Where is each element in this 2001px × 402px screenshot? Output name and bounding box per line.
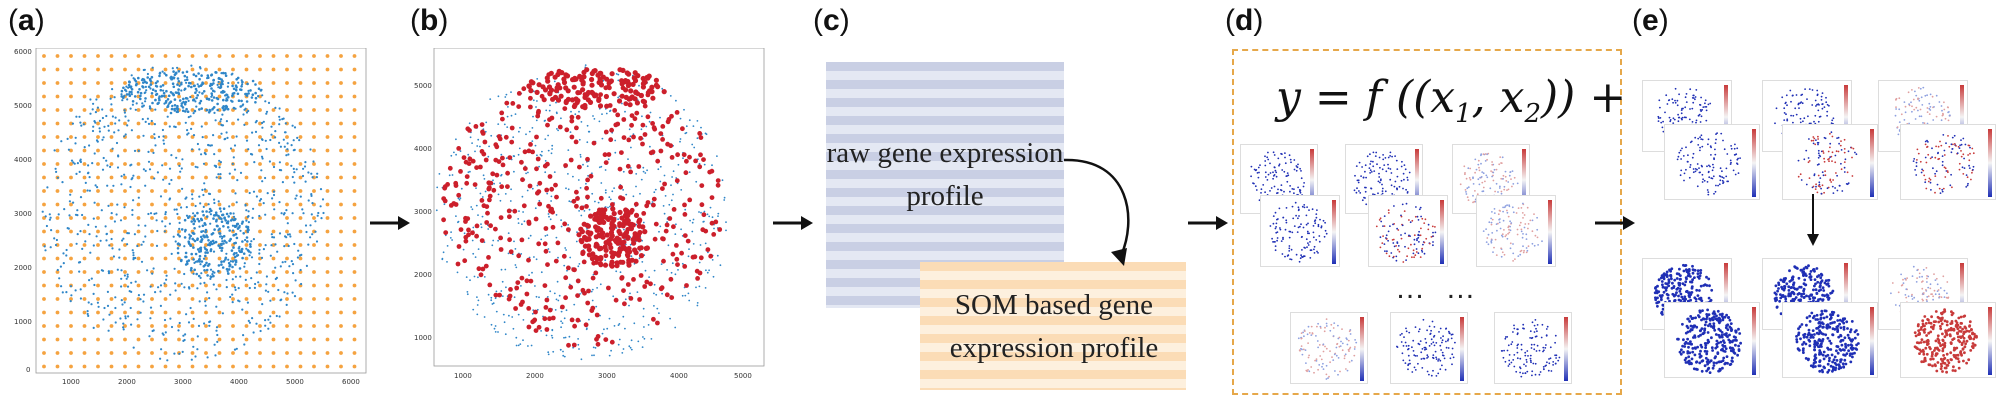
gene-expression-map bbox=[1390, 312, 1468, 384]
som-expression-label: SOM based gene expression profile bbox=[949, 289, 1159, 364]
model-formula: y = f ((x1, x2)) + ψ bbox=[1276, 72, 1675, 129]
panel-a-xtick: 4000 bbox=[230, 378, 248, 386]
curved-arrow bbox=[1063, 158, 1130, 266]
panel-b-ytick: 1000 bbox=[414, 334, 432, 342]
gene-expression-map bbox=[1494, 312, 1572, 384]
panel-a-xtick: 5000 bbox=[286, 378, 304, 386]
panel-b-axes-frame bbox=[433, 48, 765, 367]
panel-b-ytick: 5000 bbox=[414, 82, 432, 90]
formula-text: y = f ((x1, x2)) + ψ bbox=[1276, 72, 1675, 129]
panel-a-xtick: 1000 bbox=[62, 378, 80, 386]
arrow-b-to-c bbox=[773, 216, 813, 230]
panel-label-e: (e) bbox=[1632, 4, 1669, 37]
panel-b-ytick: 3000 bbox=[414, 208, 432, 216]
panel-a-x-ticks: 1000 2000 3000 4000 5000 6000 bbox=[62, 378, 360, 386]
panel-a-ytick: 6000 bbox=[14, 48, 32, 56]
panel-a-ytick: 1000 bbox=[14, 318, 32, 326]
panel-a-xtick: 2000 bbox=[118, 378, 136, 386]
arrow-d-to-e bbox=[1595, 216, 1635, 230]
panel-a-ytick: 3000 bbox=[14, 210, 32, 218]
panel-a-xtick: 6000 bbox=[342, 378, 360, 386]
panel-a-y-ticks: 6000 5000 4000 3000 2000 1000 0 bbox=[14, 48, 32, 374]
gene-expression-map bbox=[1260, 195, 1340, 267]
gene-expression-map bbox=[1664, 302, 1760, 378]
panel-b-som-nodes bbox=[441, 67, 723, 348]
panel-b-xtick: 2000 bbox=[526, 372, 544, 380]
gene-expression-map bbox=[1900, 124, 1996, 200]
panel-a-ytick: 4000 bbox=[14, 156, 32, 164]
panel-b-ytick: 2000 bbox=[414, 271, 432, 279]
panel-b-som-plot: 5000 4000 3000 2000 1000 1000 2000 3000 … bbox=[414, 48, 765, 380]
panel-b-y-ticks: 5000 4000 3000 2000 1000 bbox=[414, 82, 432, 342]
arrow-a-to-b bbox=[370, 216, 410, 230]
panel-a-cell-points bbox=[41, 64, 325, 362]
arrow-c-to-d bbox=[1188, 216, 1228, 230]
panel-a-xtick: 3000 bbox=[174, 378, 192, 386]
gene-expression-map bbox=[1290, 312, 1368, 384]
panel-label-c: (c) bbox=[813, 4, 850, 37]
panel-b-xtick: 5000 bbox=[734, 372, 752, 380]
som-expression-table bbox=[920, 262, 1186, 390]
raw-expression-label: raw gene expression profile bbox=[826, 137, 1064, 212]
ellipsis: … … bbox=[1395, 272, 1482, 305]
panel-a-ytick: 5000 bbox=[14, 102, 32, 110]
panel-a-axes-frame bbox=[35, 48, 367, 374]
panel-b-x-ticks: 1000 2000 3000 4000 5000 bbox=[454, 372, 752, 380]
panel-b-xtick: 3000 bbox=[598, 372, 616, 380]
gene-expression-map bbox=[1476, 195, 1556, 267]
panel-b-ytick: 4000 bbox=[414, 145, 432, 153]
panel-b-cell-points bbox=[435, 64, 727, 361]
panel-b-xtick: 1000 bbox=[454, 372, 472, 380]
panel-a-ytick: 2000 bbox=[14, 264, 32, 272]
gene-expression-map bbox=[1368, 195, 1448, 267]
panel-a-ytick: 0 bbox=[26, 366, 30, 374]
panel-label-a: (a) bbox=[8, 4, 45, 37]
panel-b-xtick: 4000 bbox=[670, 372, 688, 380]
gene-expression-map bbox=[1782, 302, 1878, 378]
panel-label-b: (b) bbox=[410, 4, 449, 37]
panel-a-spot-grid bbox=[42, 54, 357, 369]
gene-expression-map bbox=[1900, 302, 1996, 378]
arrow-e-down bbox=[1807, 194, 1819, 246]
panel-label-d: (d) bbox=[1225, 4, 1264, 37]
panel-a-scatter-plot: 6000 5000 4000 3000 2000 1000 0 1000 200… bbox=[14, 48, 367, 386]
gene-expression-map bbox=[1782, 124, 1878, 200]
gene-expression-map bbox=[1664, 124, 1760, 200]
